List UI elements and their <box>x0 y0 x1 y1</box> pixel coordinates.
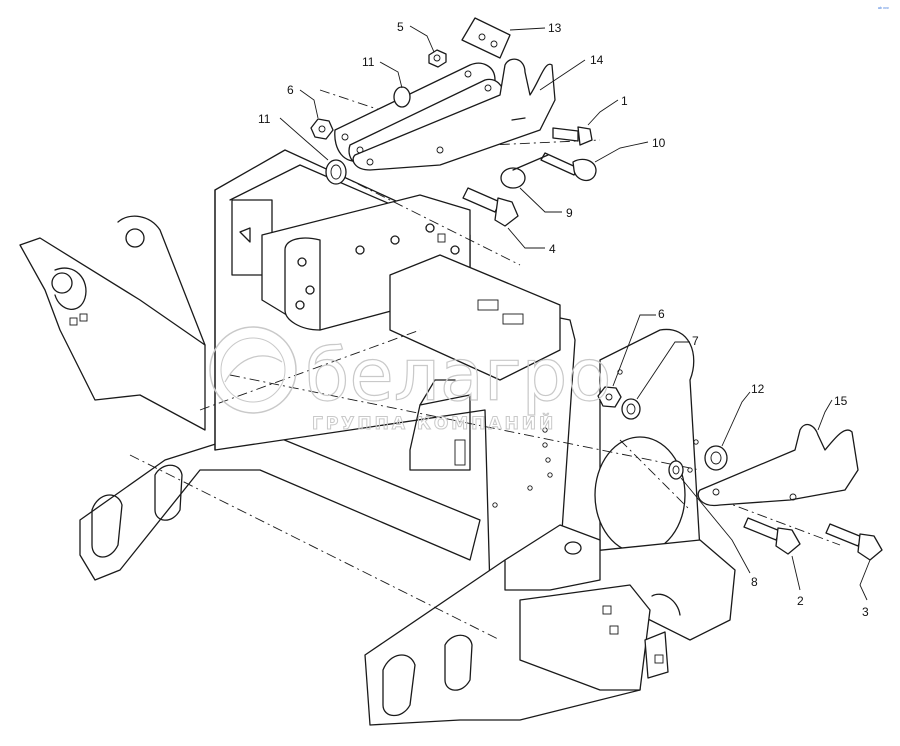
callout-6-upper: 6 <box>287 83 294 97</box>
callout-11-upper: 11 <box>362 55 375 69</box>
callout-5: 5 <box>397 20 404 34</box>
callout-8: 8 <box>751 575 758 589</box>
callout-10: 10 <box>652 136 666 150</box>
right-parts <box>597 386 883 561</box>
upper-parts <box>310 17 597 227</box>
callout-9: 9 <box>566 206 573 220</box>
callout-4: 4 <box>549 242 556 256</box>
corner-mark: ᵃᵇ ᵒᵒᵒ <box>878 6 889 12</box>
bolt-part-4 <box>462 187 501 213</box>
plate-part-13 <box>461 17 511 59</box>
bolt-part-1 <box>552 127 579 142</box>
nut-part-6-upper <box>310 118 334 140</box>
spacer-part-12 <box>704 445 728 471</box>
callout-12: 12 <box>751 382 765 396</box>
callout-14: 14 <box>590 53 604 67</box>
spacer-part-11 <box>325 159 347 185</box>
callout-1: 1 <box>621 94 628 108</box>
callout-2: 2 <box>797 594 804 608</box>
callout-15: 15 <box>834 394 848 408</box>
front-frame <box>19 149 576 591</box>
callout-labels: 5 13 11 14 6 11 1 10 9 4 6 7 12 15 8 2 3 <box>258 20 869 619</box>
lower-rail-bracket <box>364 524 736 726</box>
callout-7: 7 <box>692 334 699 348</box>
nut-part-6-lower <box>597 386 622 408</box>
washer-part-7 <box>621 398 641 420</box>
callout-3: 3 <box>862 605 869 619</box>
callout-13: 13 <box>548 21 562 35</box>
watermark-brand: белагро <box>305 333 611 417</box>
bracket-part-15 <box>697 423 859 507</box>
bolt-part-3 <box>825 523 863 547</box>
watermark-logo-icon <box>209 326 297 414</box>
leader-lines <box>279 25 871 601</box>
right-housing <box>594 328 701 581</box>
callout-11-lower: 11 <box>258 112 271 126</box>
bolt-part-2 <box>743 517 781 541</box>
callout-6-lower: 6 <box>658 307 665 321</box>
watermark: белагро ГРУППА КОМПАНИЙ <box>209 326 612 435</box>
nut-part-5 <box>428 49 447 68</box>
washer-part-8 <box>668 460 684 480</box>
bracket-part-14 <box>352 58 556 171</box>
ring-part-9 <box>500 167 526 189</box>
watermark-subtitle: ГРУППА КОМПАНИЙ <box>312 412 556 434</box>
axis-lines <box>129 89 841 641</box>
